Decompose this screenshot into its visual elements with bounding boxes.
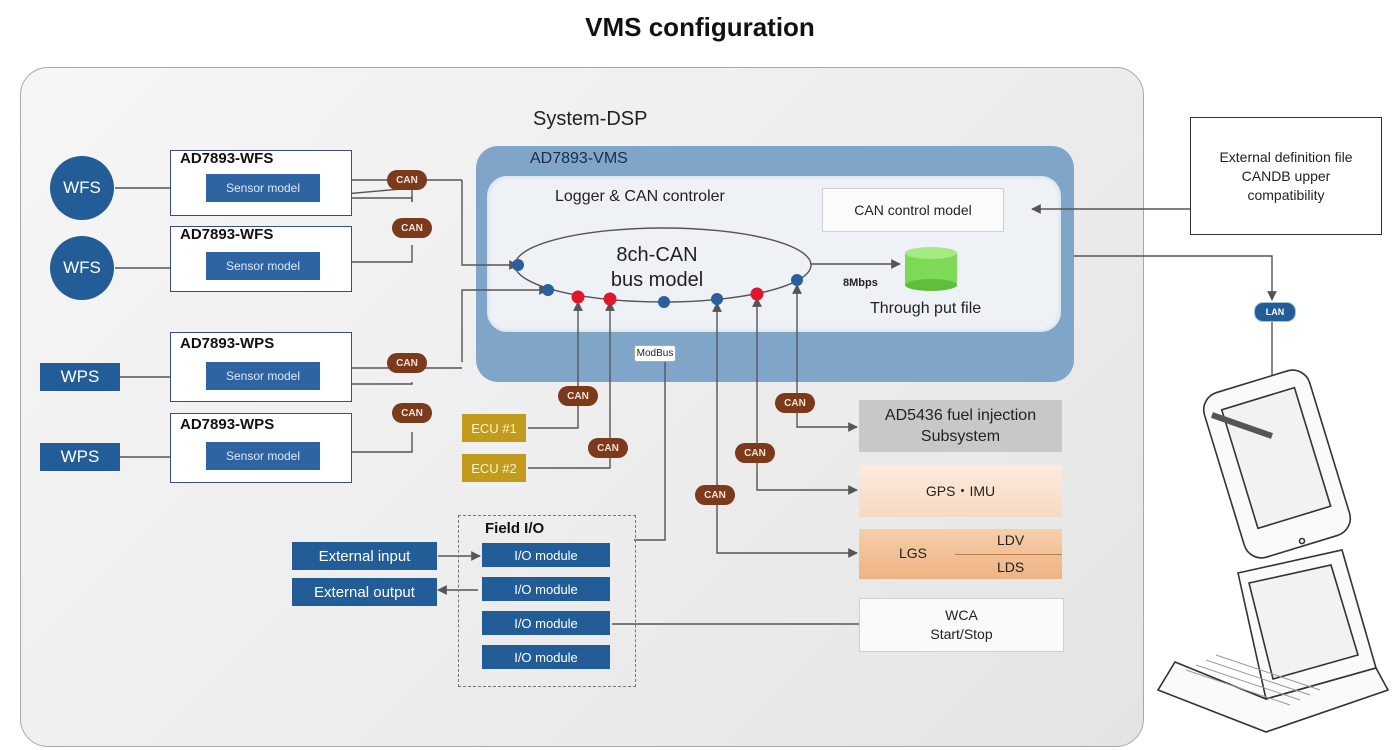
- system-dsp-label: System-DSP: [533, 108, 648, 130]
- lds-label: LDS: [997, 559, 1025, 575]
- can-badge: CAN: [392, 218, 432, 238]
- modbus-badge: ModBus: [634, 345, 676, 362]
- fuel-line2: Subsystem: [920, 428, 1001, 445]
- gps-imu-box: GPS・IMU: [859, 465, 1062, 517]
- bus-model-label: 8ch-CAN bus model: [597, 243, 717, 293]
- bus-node: [603, 292, 617, 306]
- speed-label: 8Mbps: [843, 277, 878, 289]
- wps-sensor: WPS: [40, 363, 120, 391]
- fuel-line1: AD5436 fuel injection: [884, 407, 1037, 424]
- ad7893-wps-title: AD7893-WPS: [180, 416, 275, 433]
- can-badge: CAN: [695, 485, 735, 505]
- wca-line2: Start/Stop: [930, 626, 993, 642]
- ad7893-wps-title: AD7893-WPS: [180, 335, 275, 352]
- bus-nodes: [512, 259, 803, 308]
- field-io-title: Field I/O: [485, 520, 545, 537]
- external-output-box: External output: [292, 578, 437, 606]
- bus-node: [512, 259, 524, 271]
- fuel-injection-subsystem: AD5436 fuel injection Subsystem: [859, 400, 1062, 452]
- ecu-2: ECU #2: [462, 454, 526, 482]
- io-module: I/O module: [482, 577, 610, 601]
- external-definition-box: External definition file CANDB upper com…: [1190, 117, 1382, 235]
- lgs-box: LGS LDV LDS: [859, 529, 1062, 579]
- wca-start-stop-box: WCA Start/Stop: [859, 598, 1064, 652]
- bus-node: [791, 274, 803, 286]
- database-icon: [905, 247, 957, 291]
- laptop-icon: [1156, 549, 1390, 733]
- logger-label: Logger & CAN controler: [555, 188, 725, 205]
- bus-node: [711, 293, 723, 305]
- extdef-line1: External definition file: [1219, 148, 1353, 165]
- bus-node: [658, 296, 670, 308]
- bus-model-line2: bus model: [610, 269, 704, 291]
- ad7893-wfs-title: AD7893-WFS: [180, 150, 274, 167]
- wfs-sensor: WFS: [50, 156, 114, 220]
- extdef-line2: CANDB upper: [1241, 167, 1331, 184]
- sensor-model-box: Sensor model: [206, 174, 320, 202]
- bus-node: [571, 290, 585, 304]
- wca-line1: WCA: [945, 607, 978, 623]
- ldv-label: LDV: [997, 532, 1025, 548]
- ad7893-wfs-title: AD7893-WFS: [180, 226, 274, 243]
- extdef-line3: compatibility: [1247, 186, 1325, 203]
- can-badge: CAN: [735, 443, 775, 463]
- tablet-icon: [1202, 369, 1352, 559]
- can-badge: CAN: [387, 353, 427, 373]
- sensor-model-box: Sensor model: [206, 442, 320, 470]
- can-badge: CAN: [588, 438, 628, 458]
- io-module: I/O module: [482, 543, 610, 567]
- can-badge: CAN: [558, 386, 598, 406]
- lan-badge: LAN: [1254, 302, 1296, 322]
- bus-node: [750, 287, 764, 301]
- io-module: I/O module: [482, 611, 610, 635]
- bus-model-line1: 8ch-CAN: [616, 244, 698, 266]
- can-control-model-box: CAN control model: [822, 188, 1004, 232]
- throughput-file-label: Through put file: [870, 300, 982, 317]
- lgs-label: LGS: [899, 545, 928, 561]
- bus-node: [542, 284, 554, 296]
- ecu-1: ECU #1: [462, 414, 526, 442]
- wfs-sensor: WFS: [50, 236, 114, 300]
- can-badge: CAN: [387, 170, 427, 190]
- external-input-box: External input: [292, 542, 437, 570]
- field-io-frame: [458, 515, 636, 687]
- vms-label: AD7893-VMS: [530, 150, 628, 167]
- sensor-model-box: Sensor model: [206, 362, 320, 390]
- wps-sensor: WPS: [40, 443, 120, 471]
- can-badge: CAN: [775, 393, 815, 413]
- can-badge: CAN: [392, 403, 432, 423]
- diagram-title: VMS configuration: [585, 12, 815, 42]
- io-module: I/O module: [482, 645, 610, 669]
- ldv-lds-divider: [955, 554, 1062, 555]
- sensor-model-box: Sensor model: [206, 252, 320, 280]
